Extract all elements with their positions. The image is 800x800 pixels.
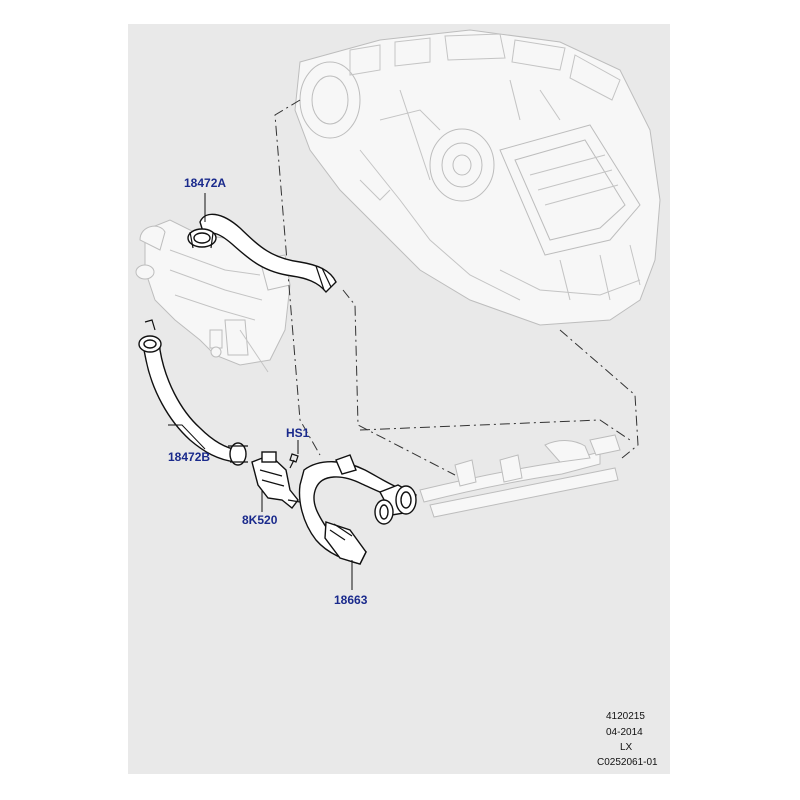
callout-hs1: HS1 [286,426,310,440]
hose-18472a[interactable] [187,213,337,294]
callout-18472a: 18472A [184,176,226,190]
hvac-unit-ghost [294,29,661,326]
hose-18472b[interactable] [138,319,248,466]
footer-reference: 4120215 04-2014 LX C0252061-01 [597,711,658,768]
screw-hs1[interactable] [289,453,299,469]
heater-pipes-ghost [419,434,621,518]
footer-line-2: 04-2014 [606,727,643,738]
callout-18663: 18663 [334,593,368,607]
footer-line-3: LX [620,742,633,753]
footer-line-1: 4120215 [606,711,645,722]
valve-8k520[interactable] [251,451,301,509]
callout-8k520: 8K520 [242,513,278,527]
footer-line-4: C0252061-01 [597,757,658,768]
callout-18472b: 18472B [168,450,210,464]
leader-lines [168,193,353,590]
hose-18663[interactable] [298,454,417,565]
